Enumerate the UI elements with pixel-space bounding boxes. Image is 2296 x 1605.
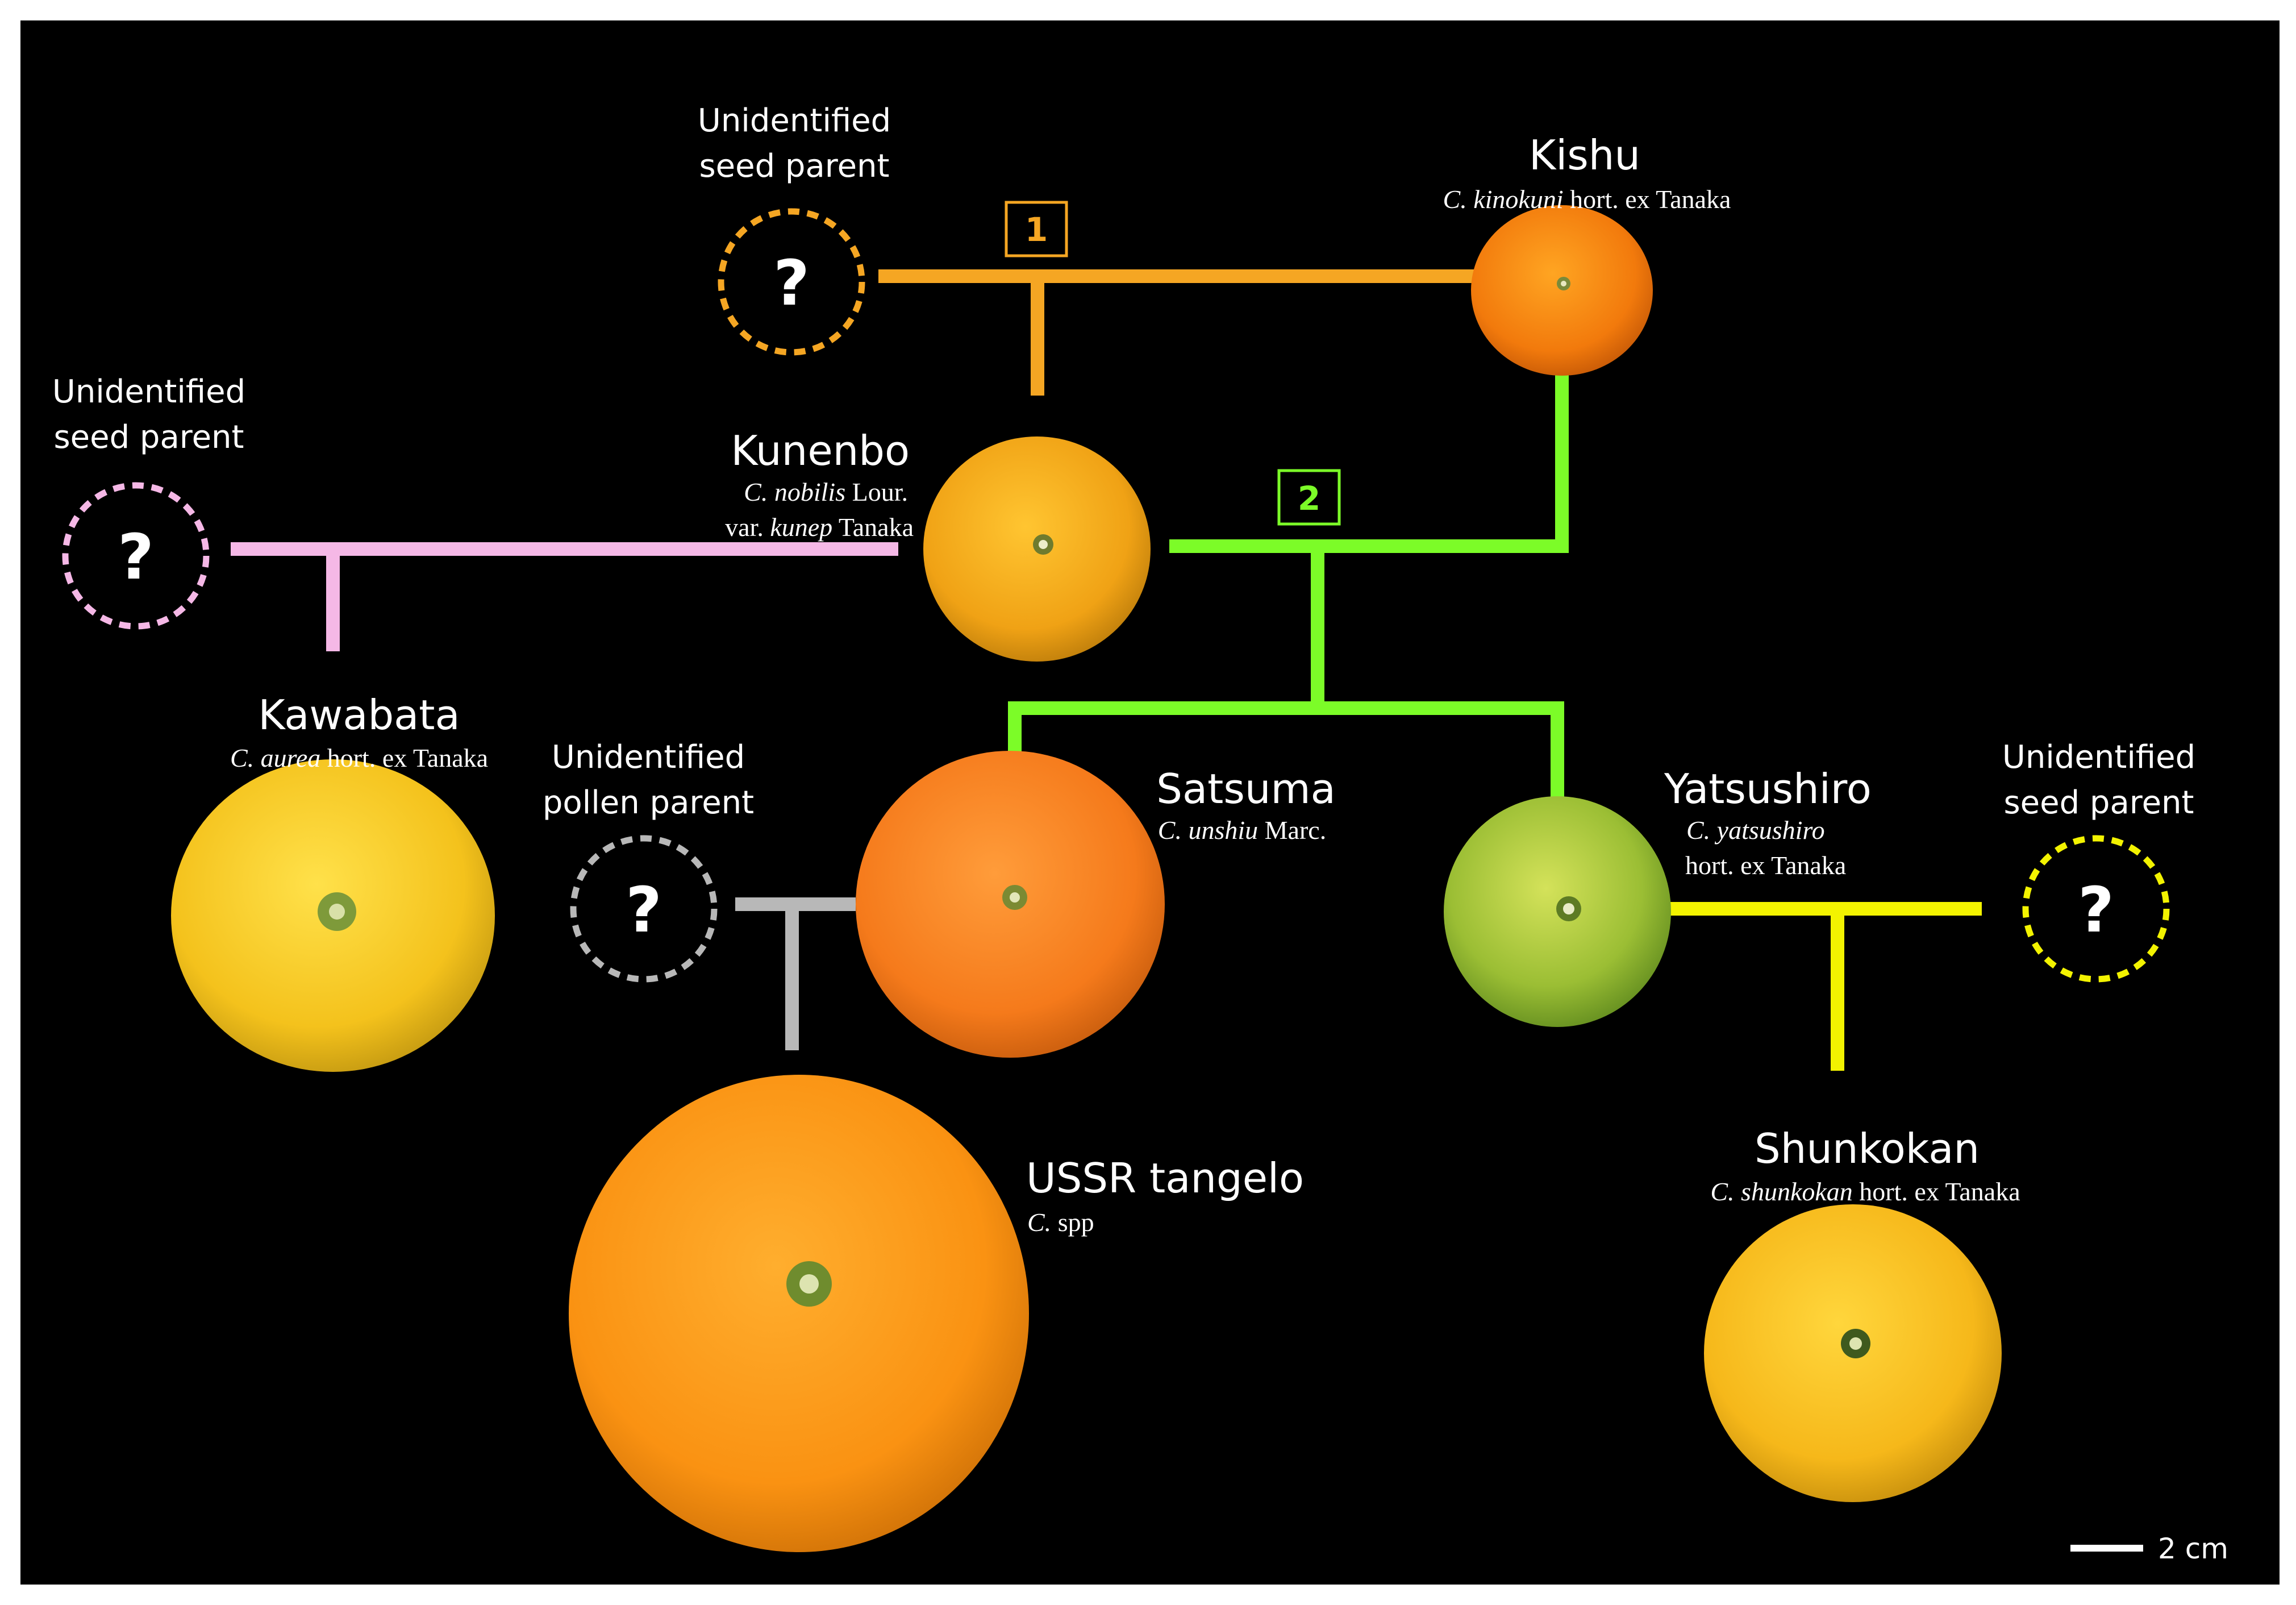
cultivar-name: Shunkokan (1755, 1125, 1980, 1172)
question-circle-icon (570, 835, 718, 983)
unknown-seed-parent-kunenbo: Unidentified seed parent ? (698, 102, 891, 356)
cultivar-name: Kawabata (258, 691, 460, 739)
unknown-label-line2: seed parent (2004, 784, 2194, 821)
scientific-name: C. spp (1027, 1208, 1094, 1237)
scientific-name: C. shunkokan hort. ex Tanaka (1710, 1177, 2020, 1206)
ussr-tangelo-label: USSR tangelo C. spp (1026, 1154, 1304, 1237)
unknown-label-line2: pollen parent (543, 784, 754, 821)
unknown-seed-parent-kawabata: Unidentified seed parent ? (52, 373, 245, 630)
cross-marker-2: 2 (1277, 469, 1341, 526)
shunkokan-fruit (1704, 1204, 2002, 1502)
satsuma-fruit (856, 751, 1165, 1058)
cross-marker-1: 1 (1005, 201, 1068, 257)
cross-marker-1-label: 1 (1025, 210, 1048, 249)
unknown-label-line1: Unidentified (698, 102, 891, 139)
kunenbo-label: Kunenbo C. nobilis Lour. var. kunep Tana… (725, 427, 914, 542)
question-mark: ? (118, 521, 154, 593)
yatsushiro-label: Yatsushiro C. yatsushiro hort. ex Tanaka (1664, 765, 1872, 880)
unknown-label-line2: seed parent (699, 148, 890, 185)
cross-1-lines (878, 269, 1475, 396)
cultivar-name: Yatsushiro (1664, 765, 1872, 813)
cultivar-name: Satsuma (1156, 765, 1335, 813)
scale-bar-label: 2 cm (2158, 1532, 2228, 1565)
unknown-label-line2: seed parent (54, 419, 244, 456)
kawabata-label: Kawabata C. aurea hort. ex Tanaka (230, 691, 488, 772)
scientific-name: C. aurea hort. ex Tanaka (230, 743, 488, 772)
kawabata-fruit (171, 759, 495, 1072)
kishu-label: Kishu C. kinokuni hort. ex Tanaka (1443, 131, 1731, 214)
question-mark: ? (773, 247, 810, 319)
unknown-pollen-parent-ussr: Unidentified pollen parent ? (543, 739, 754, 983)
pedigree-figure: 1 2 Unidentified seed parent ? Unidentif… (20, 20, 2280, 1585)
unknown-label-line1: Unidentified (2002, 739, 2195, 776)
citrus-fruit-photo-icon (569, 1075, 1029, 1552)
citrus-fruit-photo-icon (1471, 205, 1653, 376)
ussr-cross-lines (735, 897, 856, 1050)
ussr-tangelo-fruit (569, 1075, 1029, 1552)
cross-2-lines (1008, 373, 1569, 799)
shunkokan-cross-lines (1667, 902, 1982, 1071)
cultivar-name: Kunenbo (731, 427, 910, 475)
question-mark: ? (2078, 874, 2114, 946)
unknown-label-line1: Unidentified (552, 739, 745, 776)
pedigree-diagram: 1 2 Unidentified seed parent ? Unidentif… (52, 102, 2228, 1565)
scientific-name-line1: C. nobilis Lour. (744, 477, 908, 506)
scientific-name-line2: hort. ex Tanaka (1685, 851, 1846, 880)
unknown-label-line1: Unidentified (52, 373, 245, 410)
kishu-fruit (1471, 205, 1653, 376)
satsuma-label: Satsuma C. unshiu Marc. (1156, 765, 1335, 845)
kunenbo-fruit (923, 436, 1151, 662)
shunkokan-label: Shunkokan C. shunkokan hort. ex Tanaka (1710, 1125, 2020, 1206)
scientific-name: C. kinokuni hort. ex Tanaka (1443, 185, 1731, 214)
question-circle-icon (2022, 835, 2170, 983)
cross-marker-2-label: 2 (1298, 479, 1320, 518)
cultivar-name: USSR tangelo (1026, 1154, 1304, 1202)
scientific-name-line1: C. yatsushiro (1686, 816, 1825, 845)
unknown-seed-parent-shunkokan: Unidentified seed parent ? (2002, 739, 2195, 983)
yatsushiro-fruit (1444, 796, 1671, 1027)
question-circle-icon (62, 482, 210, 630)
question-mark: ? (626, 874, 662, 946)
scale-bar: 2 cm (2070, 1532, 2228, 1565)
scientific-name-line2: var. kunep Tanaka (725, 513, 914, 542)
question-circle-icon (718, 208, 865, 356)
kawabata-cross-lines (231, 542, 898, 651)
scientific-name: C. unshiu Marc. (1158, 816, 1326, 845)
cultivar-name: Kishu (1529, 131, 1640, 179)
